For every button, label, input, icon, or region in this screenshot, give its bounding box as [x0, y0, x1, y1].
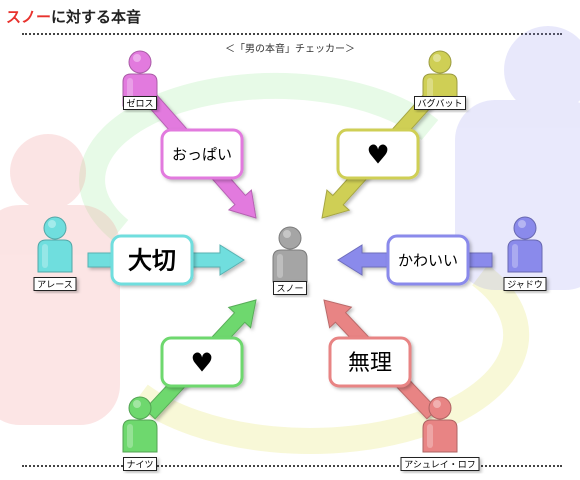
name-label-naizu: ナイツ — [123, 457, 157, 471]
name-label-naizu-text: ナイツ — [126, 460, 153, 471]
diagram-subtitle: ＜「男の本音」チェッカー＞ — [225, 44, 355, 55]
name-label-alice-text: アレース — [37, 281, 73, 291]
person-jadou-icon — [507, 216, 543, 273]
bubble-alice: 大切 — [110, 234, 194, 286]
bubble-naizu: ♥ — [160, 336, 244, 388]
center-person-icon — [272, 226, 308, 283]
page-title: スノーに対する本音 — [6, 6, 141, 27]
bg-arc-green — [79, 72, 439, 241]
name-label-zeros-text: ゼロス — [126, 98, 153, 110]
center-name-label-text: スノー — [276, 285, 303, 295]
bubble-zeros-text: おっぱい — [172, 145, 232, 163]
top-divider — [22, 33, 562, 35]
bubble-naizu-text: ♥ — [190, 348, 213, 378]
bubble-alice-text: 大切 — [128, 247, 176, 275]
bubble-bagubatt-text: ♥ — [366, 140, 389, 170]
person-ashurei-icon — [422, 396, 458, 453]
center-name-label: スノー — [273, 281, 307, 295]
bubble-ashurei: 無理 — [328, 336, 412, 388]
bubble-bagubatt: ♥ — [336, 128, 420, 180]
name-label-alice: アレース — [33, 277, 77, 291]
bubble-ashurei-text: 無理 — [348, 351, 392, 376]
name-label-zeros: ゼロス — [123, 96, 157, 110]
name-label-ashurei-text: アシュレイ・ロフ — [404, 461, 475, 471]
name-label-ashurei: アシュレイ・ロフ — [400, 457, 480, 471]
name-label-jadou: ジャドウ — [503, 277, 547, 291]
bg-person-blue — [455, 26, 580, 290]
person-naizu-icon — [122, 396, 158, 453]
bubble-jadou-text: かわいい — [398, 251, 458, 269]
name-label-jadou-text: ジャドウ — [507, 280, 543, 291]
title-rest: に対する本音 — [51, 8, 142, 26]
bottom-divider — [22, 465, 562, 467]
background-decoration — [0, 26, 580, 455]
bubble-jadou: かわいい — [386, 234, 470, 286]
name-label-bagubatt-text: バグバット — [417, 98, 462, 110]
title-accent: スノー — [6, 8, 52, 26]
bubble-zeros: おっぱい — [160, 128, 244, 180]
name-label-bagubatt: バグバット — [414, 96, 466, 110]
person-alice-icon — [37, 216, 73, 273]
